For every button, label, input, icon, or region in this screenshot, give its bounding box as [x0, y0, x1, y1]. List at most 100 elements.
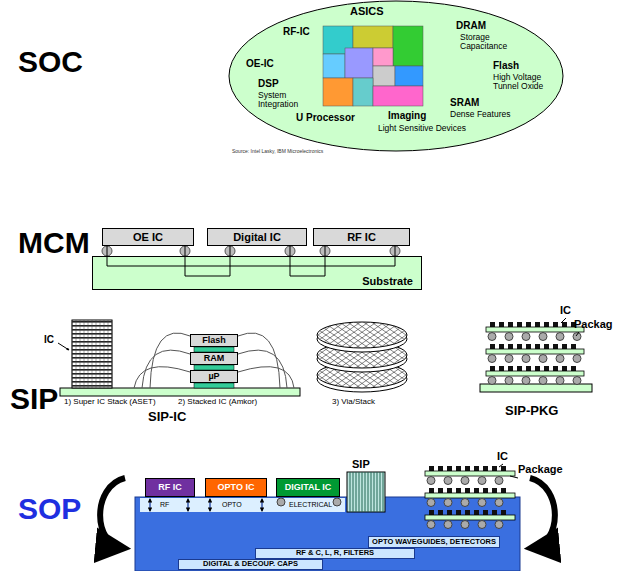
package-substrate	[425, 471, 515, 476]
sip-layer	[383, 472, 384, 512]
solder-ball	[522, 333, 530, 341]
solder-ball	[478, 521, 486, 529]
box-label: RF IC	[347, 231, 376, 243]
row-title: SIP	[10, 382, 58, 415]
sip-layer	[371, 472, 372, 512]
ic-die	[508, 322, 513, 327]
sip-layer	[365, 472, 366, 512]
solder-ball	[488, 377, 496, 385]
layer-band: OPTO WAVEGUIDES, DETECTORS	[368, 536, 500, 548]
block-name: DSP	[258, 78, 279, 89]
row-title: SOP	[18, 492, 81, 525]
ic-die	[490, 366, 495, 371]
solder-ball	[556, 333, 564, 341]
block-note: High Voltage Tunnel Oxide	[493, 73, 553, 92]
stack-via	[112, 320, 113, 388]
signal-arrow	[261, 499, 263, 511]
ic-die	[438, 510, 443, 515]
solder-ball	[427, 477, 435, 485]
chip-block	[323, 78, 353, 106]
solder-ball	[488, 333, 496, 341]
chip-block	[393, 26, 423, 66]
layer-band: RF & C, L, R, FILTERS	[255, 548, 415, 559]
part-label: IC	[44, 334, 54, 345]
box-label: OPTO WAVEGUIDES, DETECTORS	[372, 538, 496, 546]
box-label: RF IC	[158, 483, 182, 493]
ic-die	[501, 488, 506, 493]
chip-block	[373, 86, 423, 106]
box-label: µP	[208, 372, 219, 382]
solder-ball	[556, 355, 564, 363]
chip-block	[353, 26, 393, 48]
ic-die	[562, 344, 567, 349]
leader-line	[561, 318, 566, 323]
ic-die	[465, 466, 470, 471]
part-label: Packag	[574, 318, 613, 330]
block-name: Imaging	[388, 110, 426, 121]
box-label: Digital IC	[233, 231, 281, 243]
solder-ball	[505, 355, 513, 363]
die-box: Flash	[190, 334, 238, 347]
chip-block	[353, 78, 373, 106]
leader-line	[510, 476, 518, 478]
signal-arrow	[187, 499, 189, 511]
sip-layer	[362, 472, 363, 512]
sip-layer	[350, 472, 351, 512]
chip-block	[345, 48, 373, 78]
ic-die	[447, 466, 452, 471]
ic-die	[483, 466, 488, 471]
ic-die	[447, 488, 452, 493]
chip-block	[373, 66, 395, 86]
solder-ball	[522, 377, 530, 385]
ic-die	[517, 322, 522, 327]
package-substrate	[486, 371, 584, 376]
stack-via	[104, 320, 105, 388]
solder-ball	[495, 521, 503, 529]
ic-die	[429, 488, 434, 493]
solder-bump	[333, 498, 341, 506]
block-name: U Processor	[296, 112, 355, 123]
box-label: OPTO IC	[218, 483, 255, 493]
die-box: RAM	[190, 352, 238, 365]
solder-ball	[427, 521, 435, 529]
solder-ball	[478, 499, 486, 507]
ic-die	[535, 322, 540, 327]
stack-via	[100, 320, 101, 388]
stack-via	[84, 320, 85, 388]
ic-die	[490, 322, 495, 327]
solder-ball	[461, 521, 469, 529]
signal-label: RF	[160, 501, 169, 509]
box-label: RF & C, L, R, FILTERS	[296, 549, 374, 557]
package-substrate	[486, 327, 584, 332]
solder-ball	[573, 333, 581, 341]
ic-die	[571, 366, 576, 371]
box-label: Flash	[202, 336, 226, 346]
solder-ball	[573, 355, 581, 363]
caption: 3) Via/Stack	[332, 398, 375, 407]
package-substrate	[425, 515, 515, 520]
sip-block	[347, 472, 385, 512]
block-note: Storage Capacitance	[460, 33, 515, 52]
sop-board	[135, 497, 520, 571]
box-label: DIGITAL & DECOUP. CAPS	[203, 560, 298, 568]
box-label: OE IC	[133, 231, 163, 243]
ic-die	[490, 344, 495, 349]
solder-ball	[478, 477, 486, 485]
solder-ball	[505, 333, 513, 341]
stack-via	[76, 320, 77, 388]
part-label: SIP	[352, 458, 370, 470]
ic-die	[465, 510, 470, 515]
curved-arrow	[100, 478, 125, 548]
block-name: SRAM	[450, 97, 479, 108]
signal-label: OPTO	[222, 501, 242, 509]
block-note: Light Sensitive Devices	[378, 124, 466, 133]
block-note: Dense Features	[450, 110, 510, 119]
wire-bond	[150, 333, 190, 388]
ic-die	[429, 466, 434, 471]
chip-box: DIGITAL IC	[276, 478, 340, 497]
die-box: µP	[190, 370, 238, 383]
solder-ball	[444, 521, 452, 529]
ic-die	[429, 510, 434, 515]
